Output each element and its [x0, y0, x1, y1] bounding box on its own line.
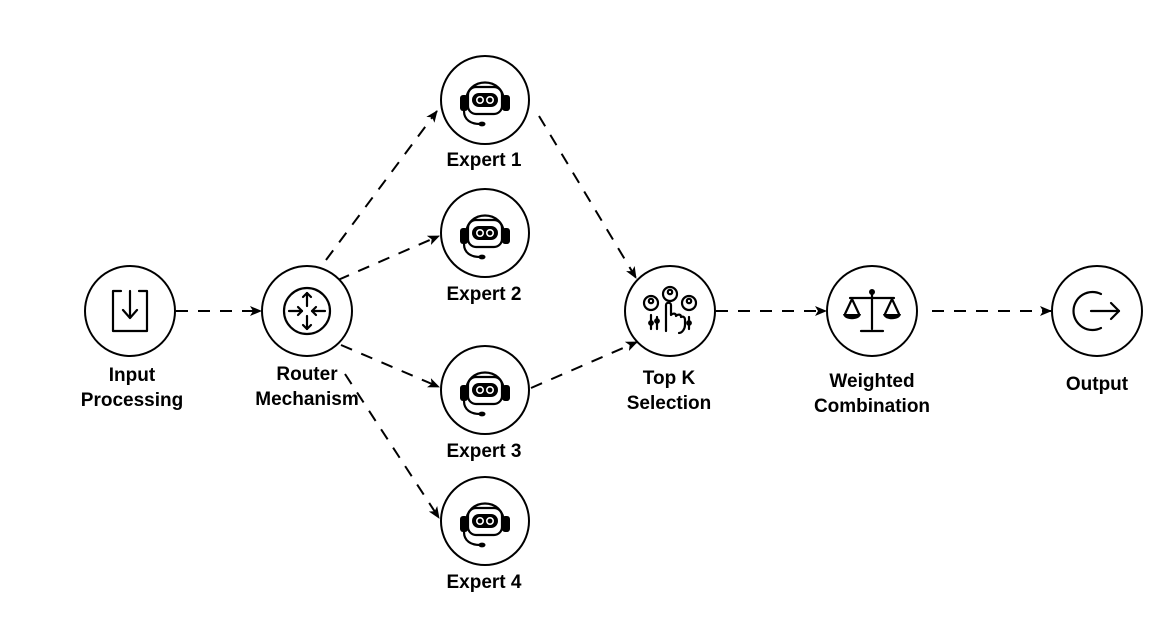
- expert-3-label: Expert 3: [404, 439, 564, 464]
- label-line: Top K: [642, 368, 696, 389]
- expert-1-label: Expert 1: [404, 148, 564, 173]
- label-line: Output: [1065, 374, 1129, 395]
- node-output: [1051, 265, 1143, 357]
- label-line: Expert 2: [446, 284, 522, 305]
- node-expert-4: [440, 476, 530, 566]
- node-router-mechanism: [261, 265, 353, 357]
- node-top-k-selection: [624, 265, 716, 357]
- node-expert-2: [440, 188, 530, 278]
- edge-router-expert1: [325, 110, 438, 261]
- edges-group: [176, 110, 1052, 519]
- label-line: Weighted: [829, 371, 915, 392]
- edge-expert1-topk: [538, 115, 637, 279]
- label-line: Processing: [80, 390, 184, 411]
- users-hand-select-icon: [642, 285, 698, 335]
- label-line: Router: [276, 364, 338, 385]
- edge-expert3-topk: [530, 341, 638, 389]
- balance-scale-icon: [843, 289, 901, 333]
- top-k-selection-label: Top K Selection: [589, 366, 749, 416]
- node-input-processing: [84, 265, 176, 357]
- label-line: Input: [108, 365, 156, 386]
- input-processing-label: Input Processing: [52, 363, 212, 413]
- node-weighted-combination: [826, 265, 918, 357]
- expert-2-label: Expert 2: [404, 282, 564, 307]
- edge-router-expert3: [340, 344, 440, 388]
- label-line: Expert 3: [446, 441, 522, 462]
- node-expert-1: [440, 55, 530, 145]
- download-box-icon: [111, 289, 149, 333]
- label-line: Expert 1: [446, 150, 522, 171]
- router-arrows-icon: [282, 286, 332, 336]
- router-mechanism-label: Router Mechanism: [227, 362, 387, 412]
- label-line: Mechanism: [255, 389, 359, 410]
- label-line: Expert 4: [446, 572, 522, 593]
- label-line: Combination: [813, 396, 931, 417]
- output-label: Output: [1017, 372, 1164, 397]
- label-line: Selection: [626, 393, 712, 414]
- exit-arrow-icon: [1072, 290, 1121, 332]
- expert-4-label: Expert 4: [404, 570, 564, 595]
- node-expert-3: [440, 345, 530, 435]
- weighted-combination-label: Weighted Combination: [792, 369, 952, 419]
- edge-router-expert2: [337, 235, 440, 281]
- edge-router-expert4: [344, 373, 440, 519]
